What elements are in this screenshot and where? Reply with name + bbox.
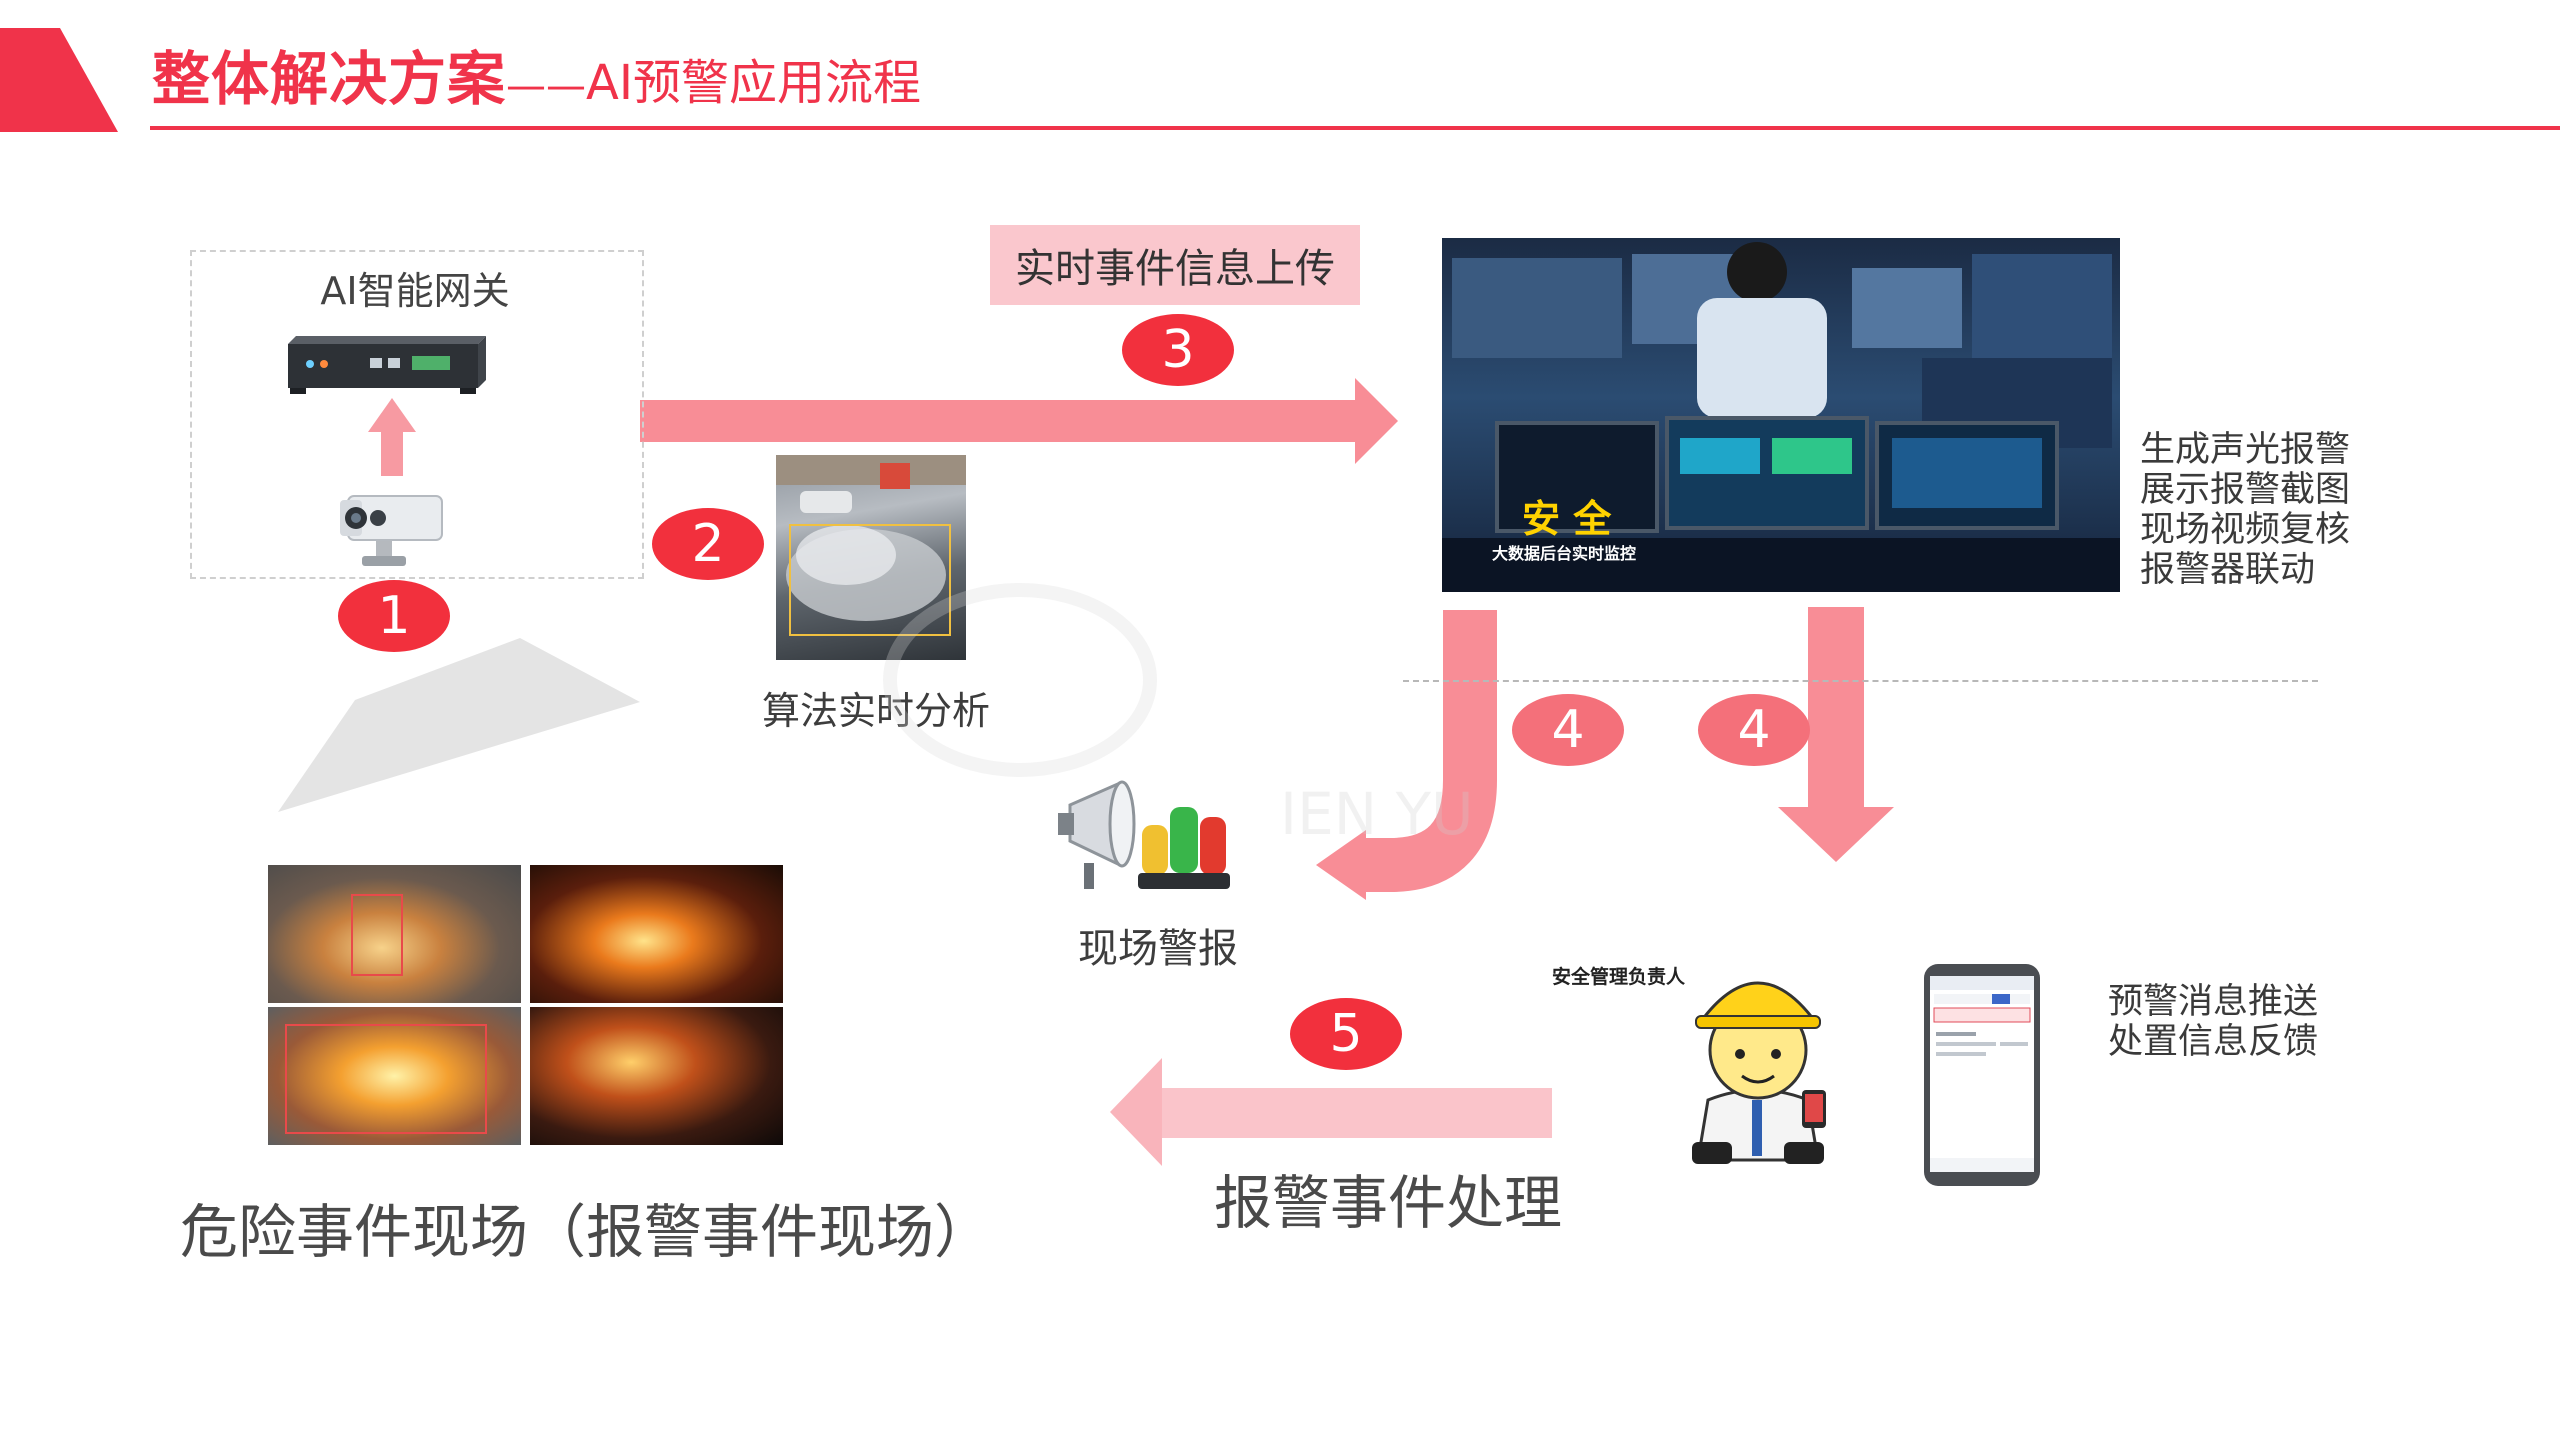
step-1-badge: 1 [338,580,450,652]
mobile-function-item: 预警消息推送 [2108,982,2319,1022]
scene-image [530,865,783,1003]
onsite-alarm-label: 现场警报 [1078,926,1238,972]
horn-icon [1058,780,1136,889]
camera-icon [340,495,443,566]
page-title-main: 整体解决方案 [152,45,507,113]
gateway-box [190,250,644,579]
scene-image [530,1007,783,1145]
analysis-label: 算法实时分析 [762,689,991,733]
gateway-device-icon [288,336,486,394]
monitor-overlay-subtitle: 大数据后台实时监控 [1492,544,1637,563]
step-3-badge: 3 [1122,314,1234,386]
scene-image [268,1007,521,1145]
worker-icon [1692,981,1826,1164]
event-handling-label: 报警事件处理 [1214,1169,1563,1237]
header-corner-decoration [0,28,118,132]
mobile-function-list: 预警消息推送 处置信息反馈 [2108,982,2318,1062]
event-handling-arrow [1110,1058,1552,1166]
notify-manager-arrow [1778,607,1894,862]
monitor-overlay-title: 安 全 [1522,497,1612,541]
divider-line [1403,680,2318,682]
platform-function-item: 生成声光报警 [2140,430,2351,470]
step-2-badge: 2 [652,508,764,580]
scene-perspective-shape [278,638,640,812]
monitoring-center-image: 安 全 大数据后台实时监控 [1442,238,2120,592]
safety-manager-label: 安全管理负责人 [1552,966,1686,988]
gateway-label: AI智能网关 [320,269,510,313]
camera-to-gateway-arrow [368,398,416,476]
upload-arrow [640,378,1398,464]
onsite-alarm-icons [1058,780,1230,889]
step-5-badge: 5 [1290,998,1402,1070]
header-rule [150,126,2560,130]
page-title: 整体解决方案——AI预警应用流程 [152,32,921,116]
platform-function-item: 报警器联动 [2140,550,2316,590]
signal-lights-icon [1138,807,1230,889]
danger-scene-label: 危险事件现场（报警事件现场） [180,1198,993,1266]
page-title-sub: AI预警应用流程 [586,55,922,111]
trigger-alarm-arrow [1316,610,1497,900]
platform-function-list: 生成声光报警 展示报警截图 现场视频复核 报警器联动 [2140,430,2350,590]
upload-label-box: 实时事件信息上传 [990,225,1360,305]
analysis-image [776,455,966,660]
platform-function-item: 现场视频复核 [2140,510,2351,550]
scene-image [268,865,521,1003]
step-4-badge-alarm: 4 [1512,694,1624,766]
phone-icon [1922,962,2042,1188]
page-title-dash: —— [506,63,587,109]
mobile-function-item: 处置信息反馈 [2108,1022,2319,1062]
step-4-badge-manager: 4 [1698,694,1810,766]
danger-scene-images [268,865,783,1145]
platform-function-item: 展示报警截图 [2140,470,2351,510]
